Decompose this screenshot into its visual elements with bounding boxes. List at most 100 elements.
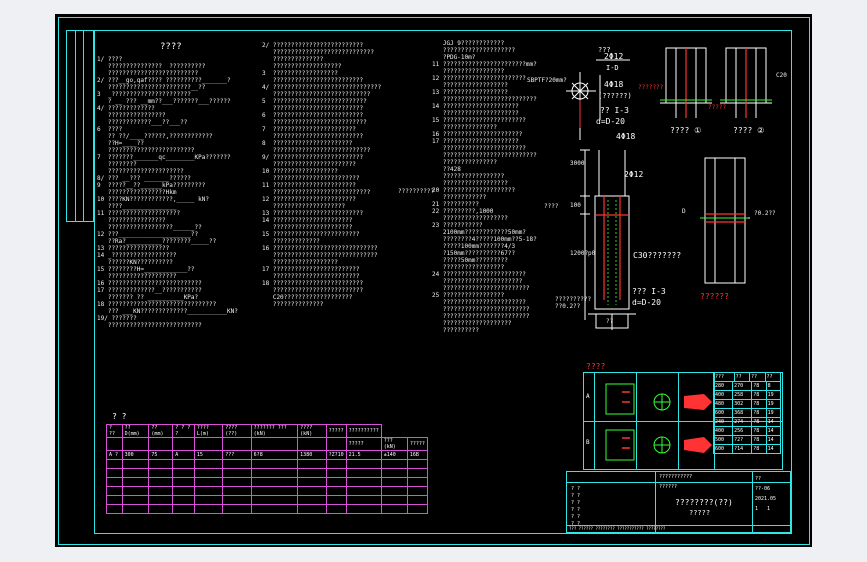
note-line: ??? ___KN?????????????___________KN? [97, 308, 238, 315]
param-empty-cell [193, 477, 224, 487]
param-empty-cell [297, 495, 327, 505]
param-empty-cell [380, 477, 408, 487]
param-cell: 75 [148, 450, 174, 460]
note-line: 3 _?????????????????????? [97, 91, 191, 98]
rebar-group-b: B [586, 439, 590, 446]
rebar-cell: 400 [712, 390, 734, 400]
note-line: ??????? ?? __________KPa? [97, 294, 199, 301]
note-line: ??????????????? [432, 159, 498, 166]
rebar-table-title: ???? [586, 362, 606, 371]
param-empty-cell [148, 477, 174, 487]
param-empty-cell [406, 477, 429, 487]
note-line: ????????????????????????? [262, 105, 364, 112]
section2-note2: ??0.2?? [555, 303, 581, 310]
rebar-cell: 14 [765, 435, 782, 445]
note-line: ?????????????????? [262, 259, 338, 266]
param-empty-cell [222, 468, 252, 478]
detail-a-label: ???? ① [670, 126, 702, 135]
param-empty-cell [345, 486, 382, 496]
detail-e-label: ????? [708, 104, 727, 111]
param-empty-cell [380, 459, 408, 469]
param-empty-cell [172, 477, 195, 487]
param-cell: 21.5 [345, 450, 382, 460]
note-line: ?????????????????????????? [432, 96, 537, 103]
rebar-cell: ?8 [751, 399, 767, 409]
note-line: 2/ ???__go,qaf???? ??????????_______? [97, 77, 231, 84]
param-empty-cell [250, 504, 299, 514]
section2-dim-b: 100 [570, 202, 581, 209]
note-line: 15 ??????????????????????? [432, 117, 526, 124]
note-line: ?????????????????? [432, 82, 508, 89]
note-line: 10 ????KN????????????,_____ kN? [97, 196, 209, 203]
note-line: 12 ??????????????????????? [262, 196, 356, 203]
note-line: 7 ??????????????????????? [262, 126, 356, 133]
note-line: 22 ?????????,1000 [432, 208, 494, 215]
param-subheader-blank [222, 437, 252, 451]
title-fields: ? ? ? ? ? ? ? ? ? ? ? ? [571, 486, 581, 527]
note-line: 2100mm????????????50mm? [432, 229, 526, 236]
param-subheader-blank [148, 437, 174, 451]
param-empty-cell [121, 504, 150, 514]
note-line: 15 ????????H=____________?? [97, 266, 195, 273]
param-cell: 1380 [297, 450, 327, 460]
param-empty-cell [325, 477, 347, 487]
param-empty-cell [345, 477, 382, 487]
note-line: 13 ????????????????????????? [262, 210, 364, 217]
param-empty-cell [325, 468, 347, 478]
note-line: 5 ?????????????????????????? [262, 98, 367, 105]
notes-title: ???? [160, 42, 182, 52]
section1-top-sub: I-D [606, 64, 619, 72]
binding-strip [66, 30, 94, 222]
note-line: ???????????????? [97, 217, 166, 224]
param-empty-cell [172, 486, 195, 496]
note-line: ???????????? [432, 194, 487, 201]
note-line: 13 ?????????????????? [432, 89, 508, 96]
note-line: 2/ ????????????????????????? [262, 42, 364, 49]
param-empty-cell [148, 495, 174, 505]
param-subheader-blank [121, 437, 150, 451]
note-line: 23 ??????????? [432, 222, 483, 229]
param-empty-cell [148, 468, 174, 478]
note-line: 13 ????????????????? [97, 245, 170, 252]
section2-bottom-tag: ?? [606, 318, 614, 325]
note-line: ?????????????????? [432, 180, 508, 187]
param-subheader-blank [325, 437, 347, 451]
note-line: ?????????????????????????? [432, 152, 537, 159]
note-line: 1/ ???? [97, 56, 123, 63]
section2-stirrup-sub: d=D-20 [632, 298, 661, 307]
notes-column-3: JGJ 9???????????? ???????????????????? ?… [432, 40, 537, 334]
param-empty-cell [250, 495, 299, 505]
section2-dim-a: 3000 [570, 160, 585, 167]
param-empty-cell [121, 459, 150, 469]
note-line: 11 ???????????????????? [97, 210, 181, 217]
inner-border [94, 30, 792, 534]
note-line: ????_______________ [97, 203, 177, 210]
section1-top-label: 2Φ12 [604, 52, 624, 61]
param-empty-cell [106, 495, 123, 505]
note-line: 18 ?????????????????????????????? [97, 301, 217, 308]
note-line: ??????????????????????????? [262, 91, 371, 98]
param-empty-cell [325, 459, 347, 469]
note-line: 12 ??????????????????????? [432, 75, 526, 82]
rebar-cell: 270 [732, 381, 753, 391]
param-empty-cell [345, 495, 382, 505]
param-empty-cell [250, 459, 299, 469]
param-empty-cell [380, 486, 408, 496]
note-line: ????????????????????? [97, 168, 184, 175]
rebar-cell: ?8 [751, 435, 767, 445]
note-line: 8/ ??? __??? _______?????? [97, 175, 191, 182]
param-empty-cell [380, 495, 408, 505]
param-empty-cell [193, 459, 224, 469]
param-empty-cell [121, 468, 150, 478]
rebar-cell: ?8 [751, 408, 767, 418]
note-line: 24 ??????????????????????? [432, 271, 526, 278]
title-footer: ??? ?????? ???????? ??????????? ???????? [569, 526, 666, 531]
note-line: ?????????????????????????? [97, 322, 202, 329]
param-empty-cell [222, 504, 252, 514]
rebar-cell: 14 [765, 444, 782, 454]
param-empty-cell [148, 504, 174, 514]
param-header-cell: ?????????? [345, 424, 382, 438]
note-line: 6 ????????????????????????? [262, 112, 364, 119]
section2-top-label: 2Φ12 [624, 170, 644, 179]
